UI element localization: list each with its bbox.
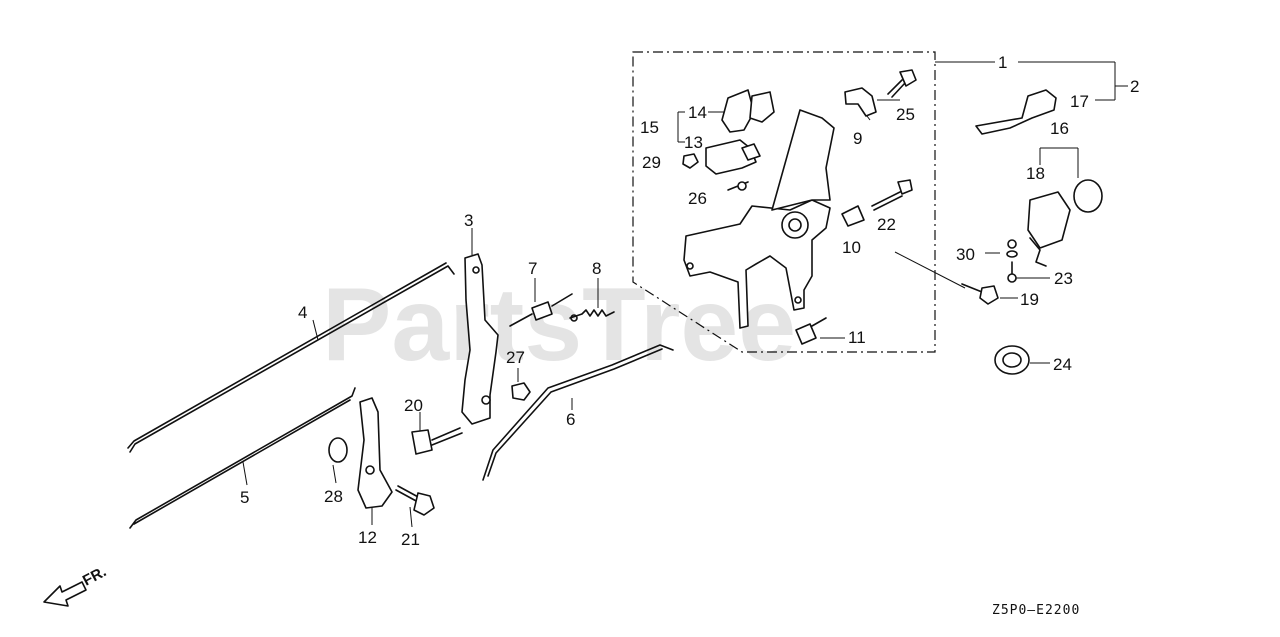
callout-20: 20 xyxy=(404,396,423,415)
nut-27 xyxy=(511,382,531,401)
lever-12 xyxy=(357,397,393,509)
callout-27: 27 xyxy=(506,348,525,367)
callout-1: 1 xyxy=(998,53,1007,72)
knob-14 xyxy=(721,89,775,133)
callout-22: 22 xyxy=(877,215,896,234)
bolt-19 xyxy=(961,283,999,305)
callout-13: 13 xyxy=(684,133,703,152)
callout-25: 25 xyxy=(896,105,915,124)
rod-4 xyxy=(127,262,455,453)
governor-arm-3 xyxy=(461,253,499,425)
callout-7: 7 xyxy=(528,259,537,278)
callout-labels: 1 2 3 4 5 6 7 8 9 10 11 12 13 14 15 16 1… xyxy=(240,53,1139,549)
callout-26: 26 xyxy=(688,189,707,208)
callout-17: 17 xyxy=(1070,92,1089,111)
switch-18 xyxy=(1027,179,1103,267)
callout-18: 18 xyxy=(1026,164,1045,183)
callout-8: 8 xyxy=(592,259,601,278)
callout-30: 30 xyxy=(956,245,975,264)
callout-10: 10 xyxy=(842,238,861,257)
switch-13 xyxy=(705,139,761,175)
callout-28: 28 xyxy=(324,487,343,506)
callout-24: 24 xyxy=(1053,355,1072,374)
bolt-20 xyxy=(411,427,463,455)
callout-2: 2 xyxy=(1130,77,1139,96)
lever-17 xyxy=(975,89,1057,135)
screw-30 xyxy=(1006,239,1018,258)
callout-5: 5 xyxy=(240,488,249,507)
callout-6: 6 xyxy=(566,410,575,429)
screw-26 xyxy=(727,181,749,191)
bolt-25 xyxy=(887,69,917,98)
callout-21: 21 xyxy=(401,530,420,549)
callout-12: 12 xyxy=(358,528,377,547)
spring-10 xyxy=(841,205,865,227)
bolt-21 xyxy=(395,485,435,516)
callout-29: 29 xyxy=(642,153,661,172)
callout-3: 3 xyxy=(464,211,473,230)
callout-14: 14 xyxy=(688,103,707,122)
watermark: PartsTree xyxy=(322,267,796,383)
spring-7 xyxy=(509,293,573,327)
callout-9: 9 xyxy=(853,129,862,148)
diagram-code: Z5P0—E2200 xyxy=(992,603,1080,618)
nut-29 xyxy=(682,153,699,169)
bolt-22 xyxy=(871,179,913,211)
assembly-boundary xyxy=(632,51,936,353)
bracket-9 xyxy=(844,87,877,117)
rod-5 xyxy=(129,387,356,529)
spring-8 xyxy=(569,309,615,322)
rod-6 xyxy=(482,344,674,481)
callout-16: 16 xyxy=(1050,119,1069,138)
callout-19: 19 xyxy=(1020,290,1039,309)
screw-23 xyxy=(1007,261,1017,283)
direction-arrow: FR. xyxy=(43,563,109,607)
spring-11 xyxy=(795,317,827,345)
callout-23: 23 xyxy=(1054,269,1073,288)
control-bracket xyxy=(683,109,835,329)
callout-4: 4 xyxy=(298,303,307,322)
callout-15: 15 xyxy=(640,118,659,137)
washer-28 xyxy=(328,437,348,463)
clamp-24 xyxy=(994,345,1030,375)
callout-11: 11 xyxy=(848,328,866,347)
